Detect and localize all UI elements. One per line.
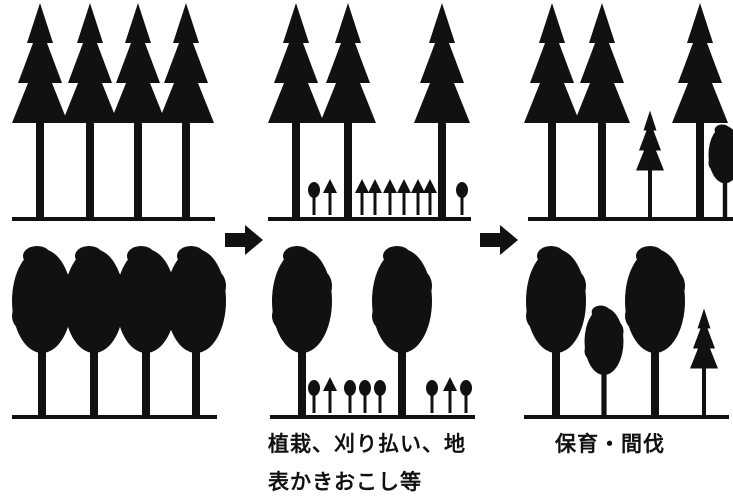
ground-line: [528, 217, 733, 221]
panel-top-left-conifers: [12, 3, 215, 221]
seedling-icon: [456, 182, 468, 215]
broadleaf-tree-icon: [708, 124, 733, 218]
seedling-icon: [423, 179, 437, 215]
seedling-icon: [411, 179, 425, 215]
ground-line: [524, 415, 729, 419]
seedling-icon: [460, 380, 472, 413]
conifer-tree-icon: [110, 3, 166, 218]
seedling-icon: [374, 380, 386, 413]
ground-line: [12, 217, 215, 221]
panel-bottom-middle-planting: [270, 246, 475, 419]
conifer-tree-icon: [574, 3, 630, 218]
panel-bottom-right-tending: [524, 246, 729, 419]
seedling-icon: [383, 179, 397, 215]
panel-top-right-tending: [524, 3, 733, 221]
panel-top-middle-planting: [268, 3, 471, 221]
ground-line: [270, 415, 475, 419]
seedling-icon: [308, 380, 320, 413]
arrow-right-icon: [480, 225, 518, 255]
broadleaf-tree-icon: [625, 246, 685, 416]
conifer-tree-icon: [158, 3, 214, 218]
broadleaf-tree-icon: [116, 246, 176, 416]
seedling-icon: [443, 377, 457, 413]
seedling-icon: [368, 179, 382, 215]
seedling-icon: [355, 179, 369, 215]
seedling-icon: [323, 377, 337, 413]
seedling-icon: [344, 380, 356, 413]
conifer-tree-icon: [62, 3, 118, 218]
conifer-tree-icon: [524, 3, 580, 218]
caption-planting-line1: 植栽、刈り払い、地: [268, 432, 466, 456]
conifer-tree-icon: [12, 3, 68, 218]
broadleaf-tree-icon: [526, 246, 586, 416]
broadleaf-tree-icon: [64, 246, 124, 416]
caption-tending-thinning: 保育・間伐: [555, 432, 665, 456]
conifer-tree-icon: [672, 3, 728, 218]
broadleaf-tree-icon: [272, 246, 332, 416]
arrow-right-icon: [225, 225, 263, 255]
ground-line: [268, 217, 471, 221]
seedling-icon: [308, 182, 320, 215]
panel-bottom-left-broadleaf: [12, 246, 226, 419]
broadleaf-tree-icon: [166, 246, 226, 416]
young-conifer-icon: [636, 110, 664, 218]
seedling-icon: [323, 179, 337, 215]
seedling-icon: [426, 380, 438, 413]
seedling-icon: [359, 380, 371, 413]
young-conifer-icon: [690, 308, 718, 416]
ground-line: [12, 415, 217, 419]
caption-planting-line2: 表かきおこし等: [268, 470, 422, 494]
broadleaf-tree-icon: [12, 246, 72, 416]
seedling-icon: [397, 179, 411, 215]
broadleaf-tree-icon: [584, 305, 624, 416]
